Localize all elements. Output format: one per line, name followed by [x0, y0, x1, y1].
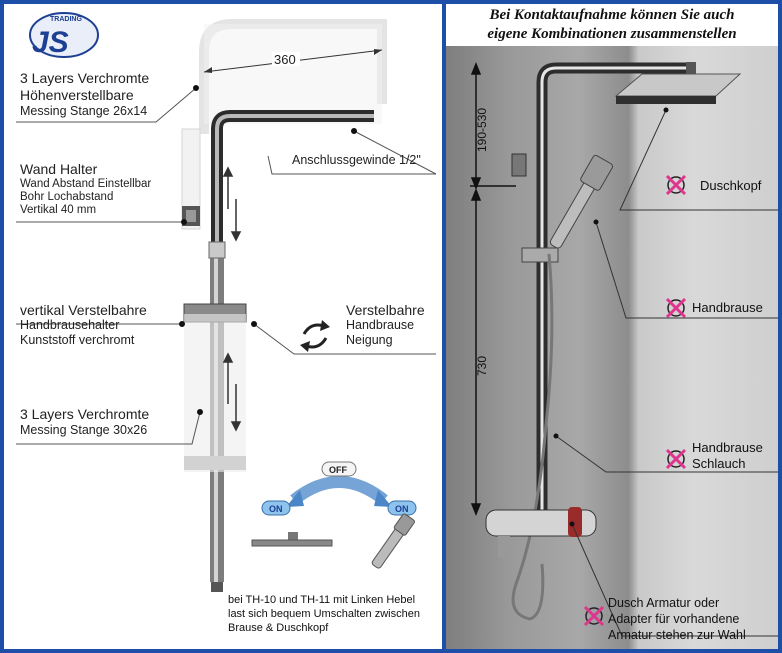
label-main-rod-line1: 3 Layers Verchromte: [20, 406, 150, 422]
label-thread: Anschlussgewinde 1/2": [292, 153, 421, 167]
photo-hand-holder: [521, 247, 559, 263]
label-tilt-line2: Handbrause: [346, 318, 415, 332]
header-line1: Bei Kontaktaufnahme können Sie auch: [489, 7, 735, 23]
label-mixer-line2: Adapter für vorhandene: [608, 612, 740, 626]
on-badge-left: [261, 500, 291, 516]
ghost-arm-shade: [204, 24, 382, 124]
label-tilt-line3: Neigung: [346, 333, 393, 347]
label-height-rod-line1: 3 Layers Verchromte: [20, 70, 150, 86]
shower-head-mount: [686, 62, 696, 76]
label-mixer-line1: Dusch Armatur oder: [608, 596, 720, 610]
on-badge-right-text: ON: [395, 504, 409, 514]
cross-icon-hand-shower: [665, 297, 687, 319]
rod-coupling: [208, 241, 226, 259]
leader-dots: [179, 85, 357, 415]
dimension-bottom-text: 730: [475, 356, 489, 376]
js-trading-logo: TRADING JS: [29, 12, 99, 59]
ghost-wall-holder: [181, 128, 201, 230]
dimension-lines: [470, 61, 516, 517]
photo-hand-shower: [549, 154, 614, 249]
label-hand-holder-line2: Handbrausehalter: [20, 318, 120, 332]
label-hand-holder-line3: Kunststoff verchromt: [20, 333, 135, 347]
left-panel-technical-drawing: TRADING JS 360: [4, 4, 442, 649]
photo-wall-holder: [511, 153, 527, 177]
cross-icon-mixer: [583, 605, 605, 627]
label-tilt-line1: Verstelbahre: [346, 302, 425, 318]
label-mixer-line3: Armatur stehen zur Wahl: [608, 628, 746, 642]
upper-rod-highlight: [215, 114, 374, 584]
switch-arrow-right: [374, 490, 392, 507]
footer-note-line1: bei TH-10 und TH-11 mit Linken Hebel: [228, 594, 416, 606]
logo-js-text: JS: [32, 26, 69, 59]
label-wall-holder-line2: Wand Abstand Einstellbar: [20, 178, 152, 190]
mini-shower-head-icon: [251, 539, 333, 547]
label-height-rod-line3: Messing Stange 26x14: [20, 104, 148, 118]
tilt-rotate-icon: [300, 320, 330, 352]
switch-arrow-left: [286, 490, 304, 507]
technical-drawing: TRADING JS 360: [16, 12, 437, 592]
photo-hose: [511, 253, 554, 621]
label-hand-shower: Handbrause: [692, 300, 763, 315]
dimension-360-text: 360: [274, 52, 296, 67]
footer-note-line3: Brause & Duschkopf: [228, 622, 329, 634]
shower-head-face: [616, 96, 716, 104]
off-badge: [321, 461, 357, 477]
label-wall-holder-line4: Vertikal 40 mm: [20, 204, 97, 216]
label-main-rod-line2: Messing Stange 30x26: [20, 423, 148, 437]
header-line2: eigene Kombinationen zusammenstellen: [487, 26, 737, 42]
mini-shower-head-mount: [288, 532, 298, 540]
label-hose-line2: Schlauch: [692, 456, 746, 471]
wall-holder-screw: [186, 210, 196, 222]
cross-icon-hose: [665, 448, 687, 470]
label-hand-holder-line1: vertikal Verstelbahre: [20, 302, 147, 318]
photo-leader-dots: [553, 107, 669, 527]
off-badge-text: OFF: [329, 465, 347, 475]
label-shower-head: Duschkopf: [700, 178, 762, 193]
photo-leader-lines: [555, 109, 778, 637]
mini-hand-shower-icon: [371, 513, 415, 569]
on-badge-left-text: ON: [269, 504, 283, 514]
photo-mixer-leg: [498, 536, 510, 558]
dimension-label-bg: [272, 52, 300, 66]
footer-note-line2: last sich bequem Umschalten zwischen: [228, 608, 420, 620]
right-panel-product-photo: Bei Kontaktaufnahme können Sie auch eige…: [446, 4, 778, 649]
logo-trading-text: TRADING: [50, 16, 82, 23]
label-height-rod-line2: Höhenverstellbare: [20, 87, 134, 103]
adjust-arrows-top: [222, 166, 242, 242]
switch-arc: [290, 476, 388, 505]
adjust-arrows-bottom: [222, 352, 242, 432]
dimension-arrow-right: [374, 49, 382, 55]
shower-column-highlight: [540, 66, 692, 524]
ghost-holder-lower: [184, 456, 246, 470]
shower-head: [614, 73, 742, 97]
label-wall-holder-line3: Bohr Lochabstand: [20, 191, 114, 203]
leader-lines: [16, 87, 437, 445]
dimension-arrow-left: [204, 67, 212, 73]
cross-icon-shower-head: [665, 174, 687, 196]
dimension-top-text: 190-530: [475, 108, 489, 152]
photo-mixer-knob: [568, 507, 582, 537]
switch-diagram: OFF ON ON: [251, 461, 417, 569]
label-wall-holder-line1: Wand Halter: [20, 161, 98, 177]
rod-end-cap: [211, 582, 223, 592]
label-hose-line1: Handbrause: [692, 440, 763, 455]
product-photo-drawing: 190-530 730: [470, 61, 778, 637]
header-text: Bei Kontaktaufnahme können Sie auch eige…: [446, 6, 778, 44]
